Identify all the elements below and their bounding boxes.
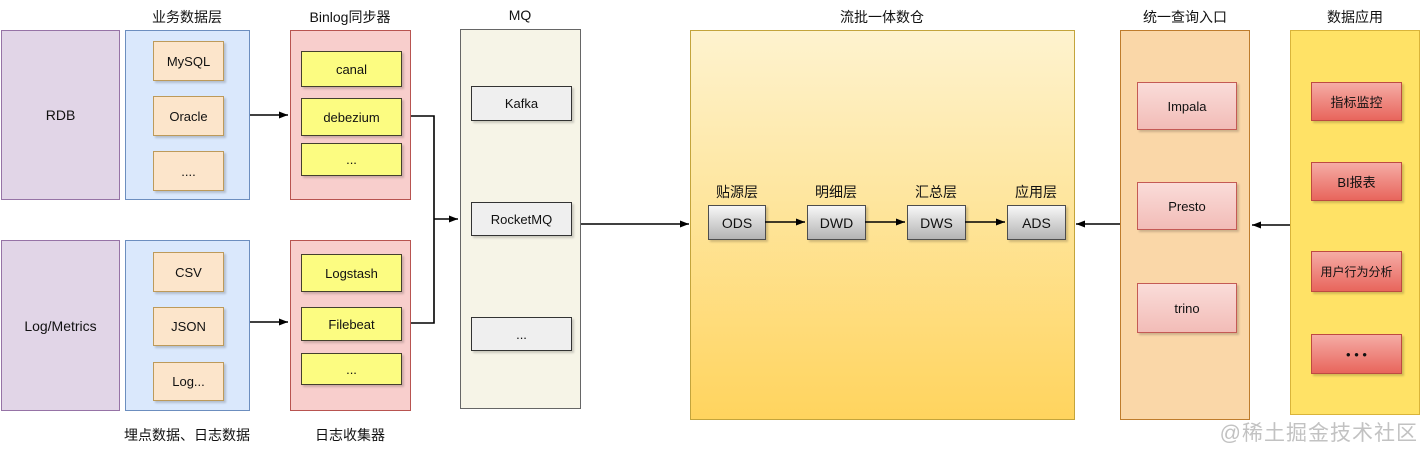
arrow-collectors-to-mq: [411, 115, 458, 324]
trino-box: trino: [1137, 283, 1237, 333]
kafka-box: Kafka: [471, 86, 572, 121]
ads-box: ADS: [1007, 205, 1066, 240]
more-collector-box: ...: [301, 353, 402, 385]
csv-box: CSV: [153, 252, 224, 292]
presto-box: Presto: [1137, 182, 1237, 230]
log-format-box: Log...: [153, 362, 224, 401]
title-mq: MQ: [508, 7, 532, 23]
oracle-box: Oracle: [153, 96, 224, 136]
layer-label-dws: 汇总层: [915, 184, 957, 200]
mq-panel: Kafka RocketMQ ...: [460, 29, 581, 409]
business-data-panel: MySQL Oracle ....: [125, 30, 250, 200]
rdb-label: RDB: [45, 107, 76, 123]
query-entry-panel: Impala Presto trino: [1120, 30, 1250, 420]
watermark: @稀土掘金技术社区: [1219, 422, 1418, 445]
log-collector-panel: Logstash Filebeat ...: [290, 240, 411, 411]
caption-log-collector: 日志收集器: [315, 427, 385, 443]
title-business-data-layer: 业务数据层: [152, 9, 222, 25]
layer-label-ads: 应用层: [1015, 184, 1057, 200]
log-metrics-panel: Log/Metrics: [1, 240, 120, 411]
layer-label-ods: 贴源层: [716, 184, 758, 200]
title-data-apps: 数据应用: [1327, 9, 1383, 25]
metric-monitor-box: 指标监控: [1311, 82, 1402, 121]
rdb-panel: RDB: [1, 30, 120, 200]
filebeat-box: Filebeat: [301, 307, 402, 341]
more-binlog-box: ...: [301, 143, 402, 176]
more-mq-box: ...: [471, 317, 572, 351]
mysql-box: MySQL: [153, 41, 224, 81]
logstash-box: Logstash: [301, 254, 402, 292]
debezium-box: debezium: [301, 98, 402, 136]
caption-buried-data: 埋点数据、日志数据: [124, 427, 250, 443]
title-binlog-sync: Binlog同步器: [309, 9, 391, 25]
dwd-box: DWD: [807, 205, 866, 240]
data-apps-panel: 指标监控 BI报表 用户行为分析 • • •: [1290, 30, 1420, 415]
buried-data-panel: CSV JSON Log...: [125, 240, 250, 411]
layer-label-dwd: 明细层: [815, 184, 857, 200]
bi-report-box: BI报表: [1311, 162, 1402, 201]
binlog-sync-panel: canal debezium ...: [290, 30, 411, 200]
warehouse-panel: 贴源层 明细层 汇总层 应用层 ODS DWD DWS ADS: [690, 30, 1075, 420]
json-box: JSON: [153, 307, 224, 346]
log-metrics-label: Log/Metrics: [24, 317, 97, 334]
more-db-box: ....: [153, 151, 224, 191]
canal-box: canal: [301, 51, 402, 87]
title-query-entry: 统一查询入口: [1143, 9, 1227, 25]
impala-box: Impala: [1137, 82, 1237, 130]
rocketmq-box: RocketMQ: [471, 202, 572, 236]
user-behavior-box: 用户行为分析: [1311, 251, 1402, 292]
dws-box: DWS: [907, 205, 966, 240]
title-warehouse: 流批一体数仓: [840, 9, 924, 25]
ods-box: ODS: [708, 205, 766, 240]
more-apps-box: • • •: [1311, 334, 1402, 374]
